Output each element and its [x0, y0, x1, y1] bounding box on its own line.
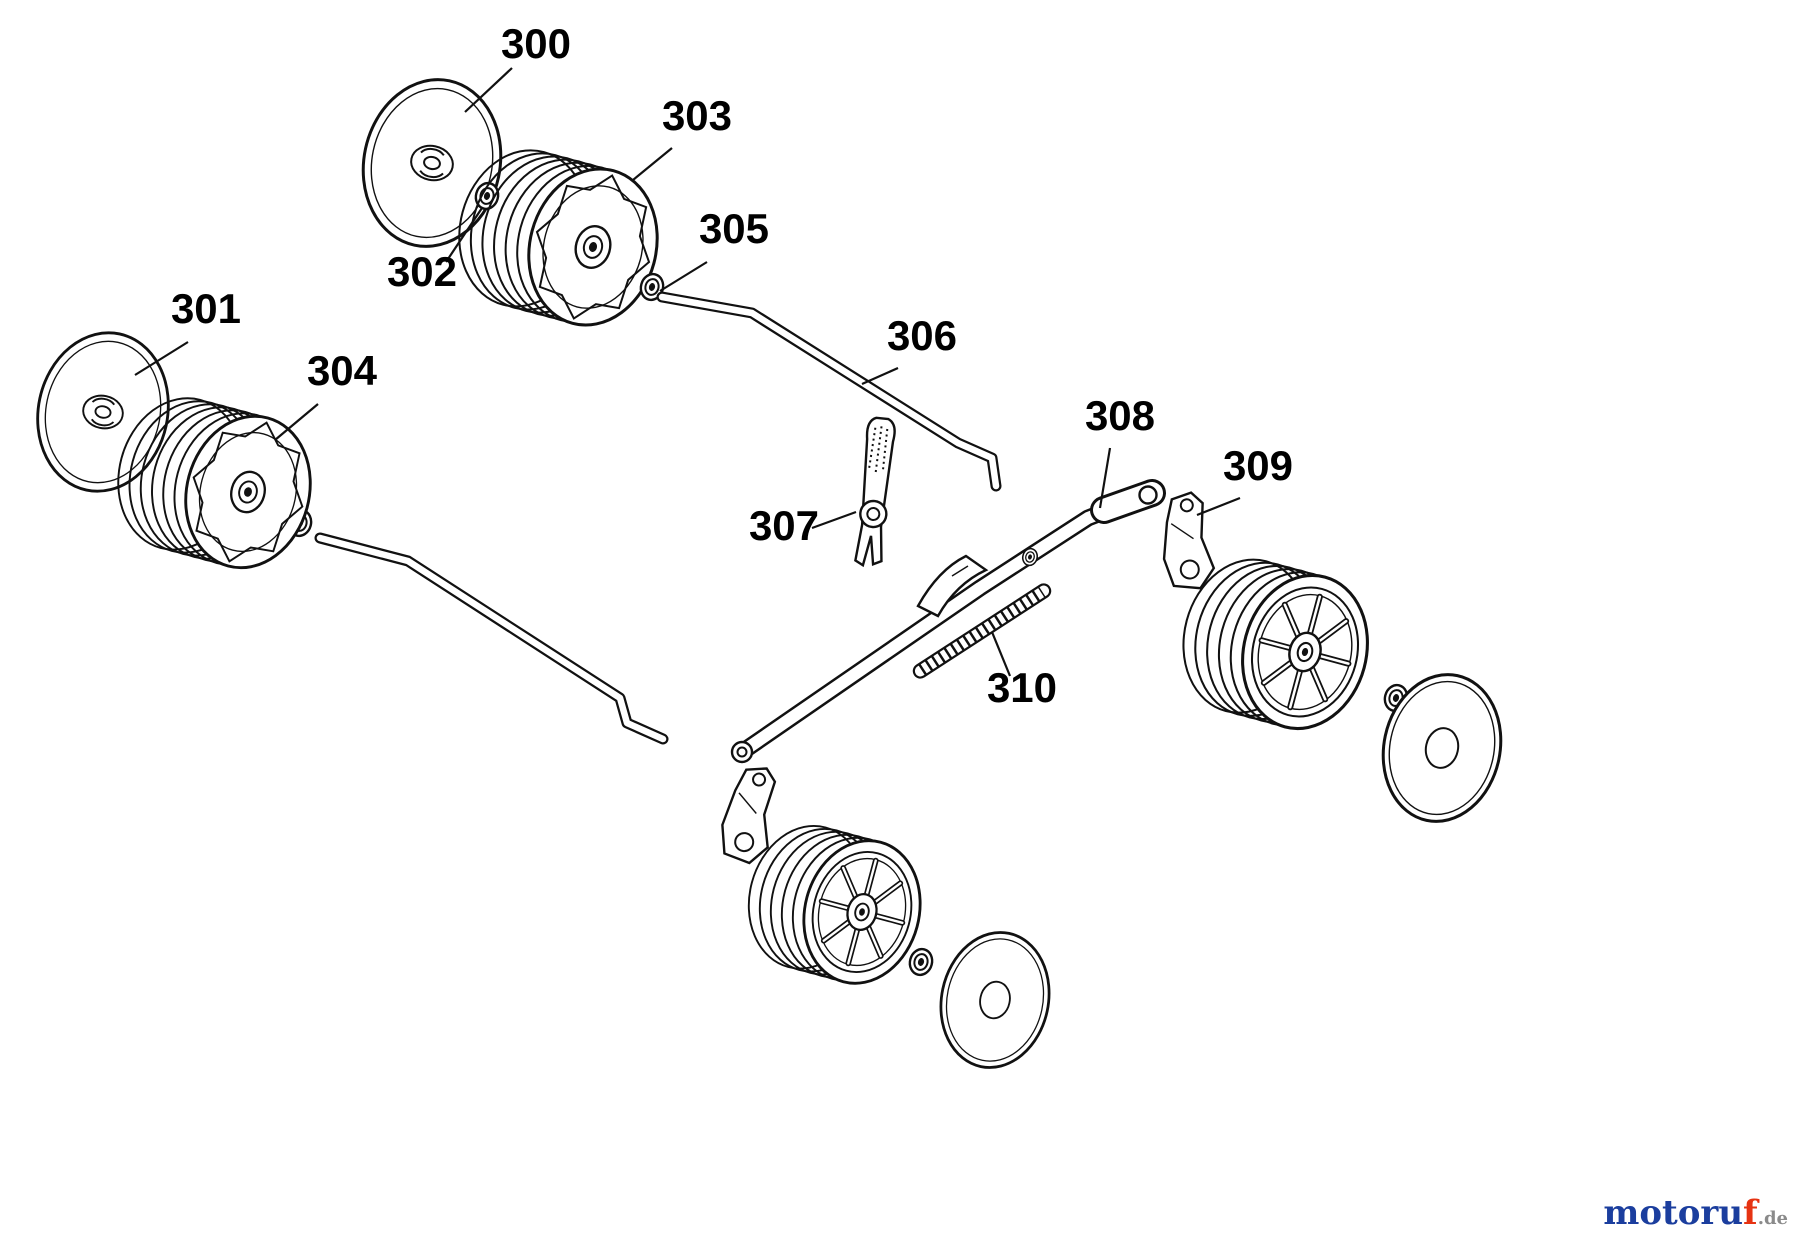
leader-303	[632, 147, 673, 181]
label-301: 301	[171, 285, 241, 332]
logo-motoruf: motoruf.de	[1603, 1193, 1788, 1233]
leader-301	[134, 341, 189, 376]
label-300: 300	[501, 20, 571, 67]
label-310: 310	[987, 664, 1057, 711]
part-301-hubcap	[21, 319, 185, 505]
leader-300	[464, 67, 513, 113]
part-306-axle	[656, 291, 1002, 492]
part-nut-bottom	[905, 945, 937, 979]
leader-304	[274, 403, 319, 441]
leader-309	[1196, 496, 1241, 517]
part-307-lever	[854, 416, 896, 568]
leader-305	[659, 261, 708, 292]
label-303: 303	[662, 92, 732, 139]
part-axle-left	[314, 532, 669, 745]
label-305: 305	[699, 205, 769, 252]
leader-302	[445, 207, 483, 263]
leader-310	[990, 631, 1012, 677]
label-304: 304	[307, 347, 378, 394]
label-302: 302	[387, 248, 457, 295]
leader-307	[811, 510, 857, 530]
logo-accent-text: f	[1743, 1193, 1760, 1233]
label-309: 309	[1223, 442, 1293, 489]
logo-main-text: motoru	[1603, 1193, 1743, 1233]
part-310-threaded-rod	[912, 583, 1052, 679]
label-307: 307	[749, 502, 819, 549]
part-bracket-lower	[716, 762, 780, 867]
logo-suffix-text: .de	[1758, 1208, 1788, 1229]
leader-308	[1098, 447, 1112, 509]
part-disc-bottom	[927, 920, 1063, 1080]
part-309-bracket	[1154, 489, 1218, 594]
leader-306	[861, 366, 899, 386]
part-300-hubcap	[346, 65, 518, 261]
label-308: 308	[1085, 392, 1155, 439]
label-306: 306	[887, 312, 957, 359]
